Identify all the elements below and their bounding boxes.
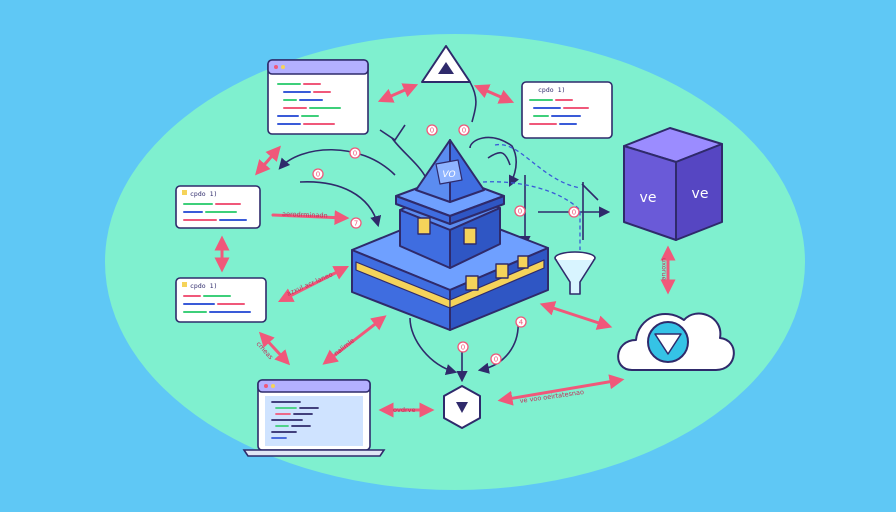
panel-title: cpdo 1) (190, 282, 217, 290)
arrow-label: ovdrve (393, 406, 415, 414)
arrow-label: aerodrminadn (282, 210, 328, 220)
number-badge: 0 (458, 124, 470, 136)
pink-arrows (214, 83, 676, 418)
svg-text:0: 0 (494, 356, 498, 364)
funnel-icon (554, 251, 596, 295)
badges: 0 0 0 0 7 0 0 0 4 0 (312, 124, 580, 365)
roof-label: VO (442, 170, 455, 180)
panel-title: cpdo 1) (538, 86, 565, 94)
number-badge: 7 (350, 217, 362, 229)
number-badge: 0 (426, 124, 438, 136)
laptop (242, 379, 386, 457)
code-panel-mid-left-2: cpdo 1) (175, 277, 267, 323)
svg-text:0: 0 (430, 127, 434, 135)
panel-title: cpdo 1) (190, 190, 217, 198)
code-panel-top-right: cpdo 1) (521, 81, 613, 139)
cloud-node (617, 312, 735, 371)
cube-front-label: ve (640, 190, 657, 206)
number-badge: 0 (514, 205, 526, 217)
central-building (351, 139, 549, 331)
code-panel-mid-left-1: cpdo 1) (175, 185, 261, 229)
number-badge: 0 (568, 206, 580, 218)
arrow-label: uxorue (660, 258, 668, 281)
cube-side-label: ve (692, 186, 709, 202)
svg-text:0: 0 (316, 171, 320, 179)
storage-cube (623, 127, 723, 241)
triangle-down-icon (654, 333, 682, 355)
svg-text:0: 0 (572, 209, 576, 217)
svg-text:7: 7 (354, 220, 358, 228)
code-panel-top-left (267, 59, 369, 135)
svg-text:0: 0 (462, 127, 466, 135)
number-badge: 0 (457, 341, 469, 353)
svg-text:0: 0 (518, 208, 522, 216)
top-triangle-node (421, 45, 471, 83)
svg-text:4: 4 (519, 319, 524, 327)
bottom-hexagon-node (443, 385, 481, 429)
number-badge: 0 (312, 168, 324, 180)
triangle-icon (438, 62, 454, 74)
number-badge: 4 (515, 316, 527, 328)
svg-text:0: 0 (353, 150, 357, 158)
triangle-down-icon (456, 402, 468, 413)
number-badge: 0 (490, 353, 502, 365)
svg-text:0: 0 (461, 344, 465, 352)
number-badge: 0 (349, 147, 361, 159)
